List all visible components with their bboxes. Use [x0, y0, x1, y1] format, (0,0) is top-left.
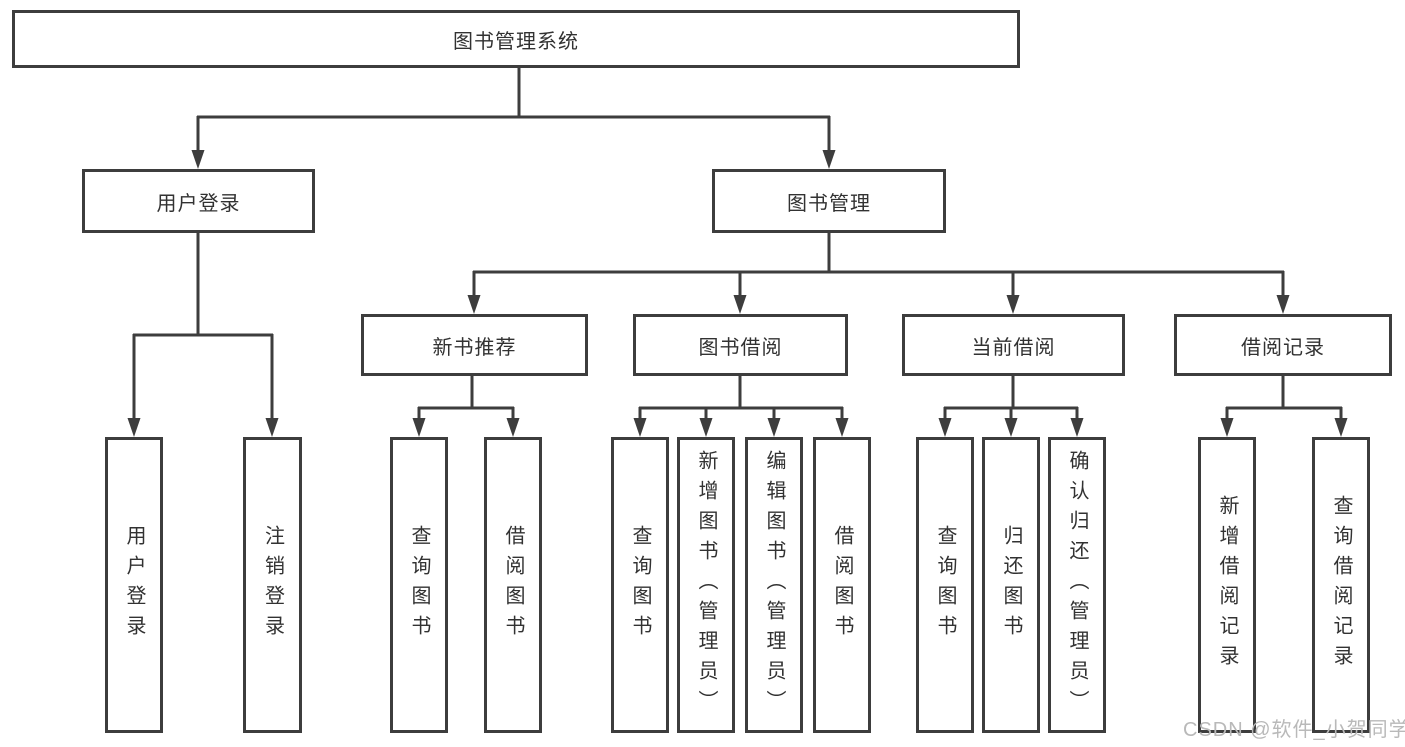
node-query-books-borrowing-box: 查询图书 [611, 437, 669, 733]
node-root-box: 图书管理系统 [12, 10, 1020, 68]
node-query-books-recommend-box: 查询图书 [390, 437, 448, 733]
node-borrowing-records-box: 借阅记录 [1174, 314, 1392, 376]
node-query-books-current-box: 查询图书 [916, 437, 974, 733]
node-return-books-label: 归还图书 [1000, 525, 1022, 645]
node-book-management-label: 图书管理 [787, 192, 871, 215]
node-edit-books-admin-label: 编辑图书（管理员） [763, 450, 785, 720]
node-borrow-books-recommend-label: 借阅图书 [502, 525, 524, 645]
csdn-watermark: CSDN @软件_小贺同学 [1183, 719, 1405, 741]
node-current-borrowing-label: 当前借阅 [971, 336, 1056, 359]
node-add-books-admin-label: 新增图书（管理员） [695, 450, 717, 720]
node-query-books-borrowing-label: 查询图书 [629, 525, 651, 645]
node-logout-action-box: 注销登录 [243, 437, 302, 733]
node-user-login-action-box: 用户登录 [105, 437, 163, 733]
node-query-borrow-record-box: 查询借阅记录 [1312, 437, 1370, 733]
node-root-label: 图书管理系统 [453, 30, 579, 53]
node-borrow-books-borrowing-box: 借阅图书 [813, 437, 871, 733]
node-logout-action-label: 注销登录 [261, 525, 284, 645]
node-book-borrowing-box: 图书借阅 [633, 314, 848, 376]
node-borrow-books-borrowing-label: 借阅图书 [831, 525, 853, 645]
node-add-borrow-record-label: 新增借阅记录 [1216, 495, 1238, 675]
node-return-books-box: 归还图书 [982, 437, 1040, 733]
node-add-borrow-record-box: 新增借阅记录 [1198, 437, 1256, 733]
node-query-borrow-record-label: 查询借阅记录 [1330, 495, 1352, 675]
node-new-book-recommend-label: 新书推荐 [432, 336, 517, 359]
arrowheads [127, 150, 1348, 437]
node-query-books-recommend-label: 查询图书 [408, 525, 430, 645]
node-book-borrowing-label: 图书借阅 [698, 336, 783, 359]
node-borrowing-records-label: 借阅记录 [1241, 336, 1325, 359]
node-borrow-books-recommend-box: 借阅图书 [484, 437, 542, 733]
node-user-login-box: 用户登录 [82, 169, 315, 233]
node-confirm-return-admin-label: 确认归还（管理员） [1066, 450, 1088, 720]
node-user-login-action-label: 用户登录 [123, 525, 145, 645]
node-book-management-box: 图书管理 [712, 169, 946, 233]
node-query-books-current-label: 查询图书 [934, 525, 956, 645]
node-confirm-return-admin-box: 确认归还（管理员） [1048, 437, 1106, 733]
node-add-books-admin-box: 新增图书（管理员） [677, 437, 735, 733]
node-new-book-recommend-box: 新书推荐 [361, 314, 588, 376]
node-edit-books-admin-box: 编辑图书（管理员） [745, 437, 803, 733]
node-user-login-label: 用户登录 [156, 192, 241, 215]
node-current-borrowing-box: 当前借阅 [902, 314, 1125, 376]
